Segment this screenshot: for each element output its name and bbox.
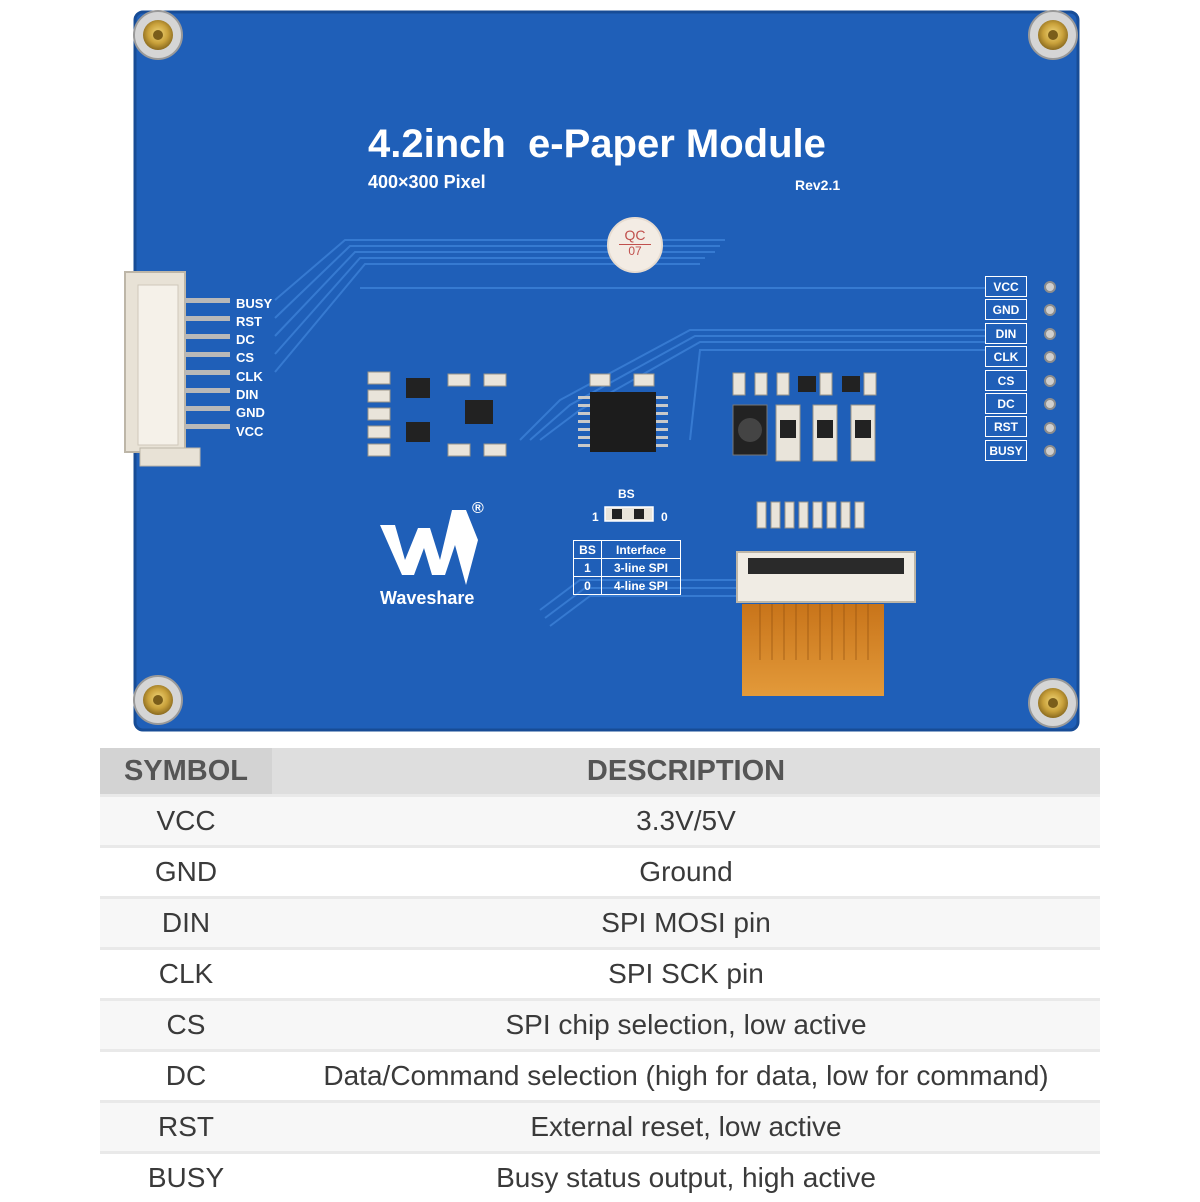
- symbol-cell: DC: [100, 1051, 272, 1102]
- column-header-description: DESCRIPTION: [272, 748, 1100, 796]
- table-row: VCC 3.3V/5V: [100, 796, 1100, 847]
- symbol-cell: RST: [100, 1102, 272, 1153]
- description-cell: Ground: [272, 847, 1100, 898]
- bs-option-one: 1: [592, 510, 599, 524]
- board-title: 4.2inch e-Paper Module: [368, 122, 826, 167]
- table-row: RST External reset, low active: [100, 1102, 1100, 1153]
- description-cell: SPI MOSI pin: [272, 898, 1100, 949]
- table-row: DC Data/Command selection (high for data…: [100, 1051, 1100, 1102]
- header-pin-label: BUSY: [985, 440, 1027, 461]
- table-row: CLK SPI SCK pin: [100, 949, 1100, 1000]
- table-row: BUSY Busy status output, high active: [100, 1153, 1100, 1202]
- header-pin-label: DIN: [985, 323, 1027, 344]
- bs-option-zero: 0: [661, 510, 668, 524]
- symbol-cell: BUSY: [100, 1153, 272, 1202]
- side-pin-label: CLK: [236, 369, 263, 384]
- symbol-cell: CS: [100, 1000, 272, 1051]
- header-pin-label: CS: [985, 370, 1027, 391]
- description-cell: 3.3V/5V: [272, 796, 1100, 847]
- side-pin-label: DIN: [236, 387, 258, 402]
- bs-header-interface: Interface: [602, 541, 681, 559]
- side-pin-label: GND: [236, 405, 265, 420]
- bs-cell: 0: [574, 577, 602, 595]
- bs-jumper-label: BS: [618, 487, 635, 501]
- registered-mark: ®: [472, 500, 484, 518]
- header-pin-label: VCC: [985, 276, 1027, 297]
- side-pin-label: DC: [236, 332, 255, 347]
- ic-chip: [590, 392, 656, 452]
- symbol-cell: GND: [100, 847, 272, 898]
- qc-label: QC: [609, 227, 661, 243]
- qc-sticker: QC 07: [607, 217, 663, 273]
- symbol-cell: DIN: [100, 898, 272, 949]
- board-revision: Rev2.1: [795, 177, 840, 193]
- side-pin-label: VCC: [236, 424, 263, 439]
- description-cell: SPI SCK pin: [272, 949, 1100, 1000]
- bs-cell: 4-line SPI: [602, 577, 681, 595]
- header-pin-label: CLK: [985, 346, 1027, 367]
- bs-interface-table: BS Interface 1 3-line SPI 0 4-line SPI: [573, 540, 681, 595]
- pin-description-table: SYMBOL DESCRIPTION VCC 3.3V/5V GND Groun…: [100, 748, 1100, 1202]
- symbol-cell: CLK: [100, 949, 272, 1000]
- fpc-cable: [742, 604, 884, 696]
- qc-number: 07: [619, 244, 651, 258]
- table-header-row: SYMBOL DESCRIPTION: [100, 748, 1100, 796]
- header-pin-labels: VCC GND DIN CLK CS DC RST BUSY: [985, 276, 1027, 463]
- side-pin-label: BUSY: [236, 296, 272, 311]
- table-row: GND Ground: [100, 847, 1100, 898]
- header-pin-label: RST: [985, 416, 1027, 437]
- bs-cell: 3-line SPI: [602, 559, 681, 577]
- header-pin-label: DC: [985, 393, 1027, 414]
- header-pin-label: GND: [985, 299, 1027, 320]
- brand-name: Waveshare: [380, 588, 474, 609]
- side-pin-label: RST: [236, 314, 262, 329]
- table-row: CS SPI chip selection, low active: [100, 1000, 1100, 1051]
- bs-cell: 1: [574, 559, 602, 577]
- symbol-cell: VCC: [100, 796, 272, 847]
- table-row: DIN SPI MOSI pin: [100, 898, 1100, 949]
- description-cell: Busy status output, high active: [272, 1153, 1100, 1202]
- side-pin-label: CS: [236, 350, 254, 365]
- description-cell: External reset, low active: [272, 1102, 1100, 1153]
- column-header-symbol: SYMBOL: [100, 748, 272, 796]
- description-cell: Data/Command selection (high for data, l…: [272, 1051, 1100, 1102]
- description-cell: SPI chip selection, low active: [272, 1000, 1100, 1051]
- board-resolution: 400×300 Pixel: [368, 172, 486, 193]
- bs-header-bs: BS: [574, 541, 602, 559]
